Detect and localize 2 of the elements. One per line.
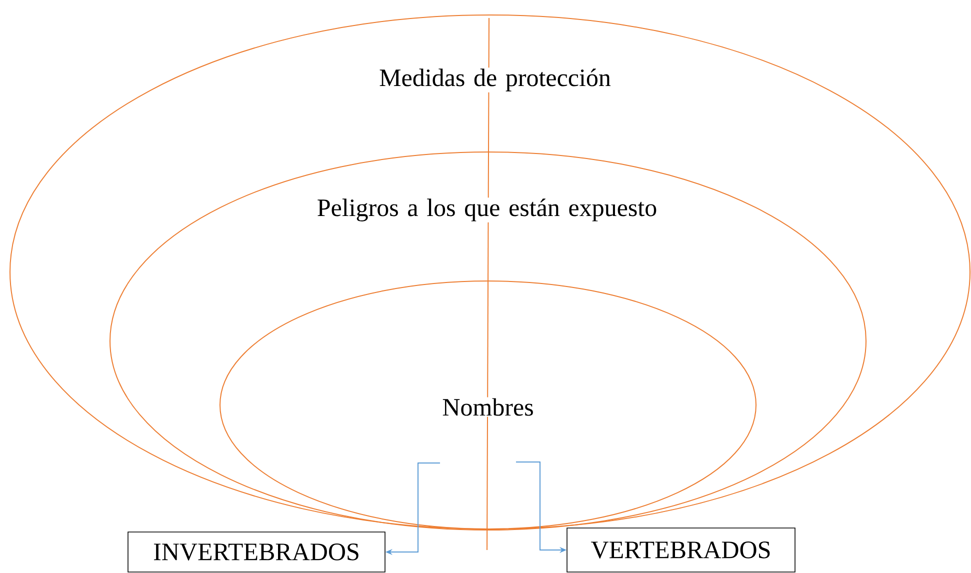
label-box: INVERTEBRADOS <box>128 532 386 572</box>
label-box: VERTEBRADOS <box>566 528 796 572</box>
